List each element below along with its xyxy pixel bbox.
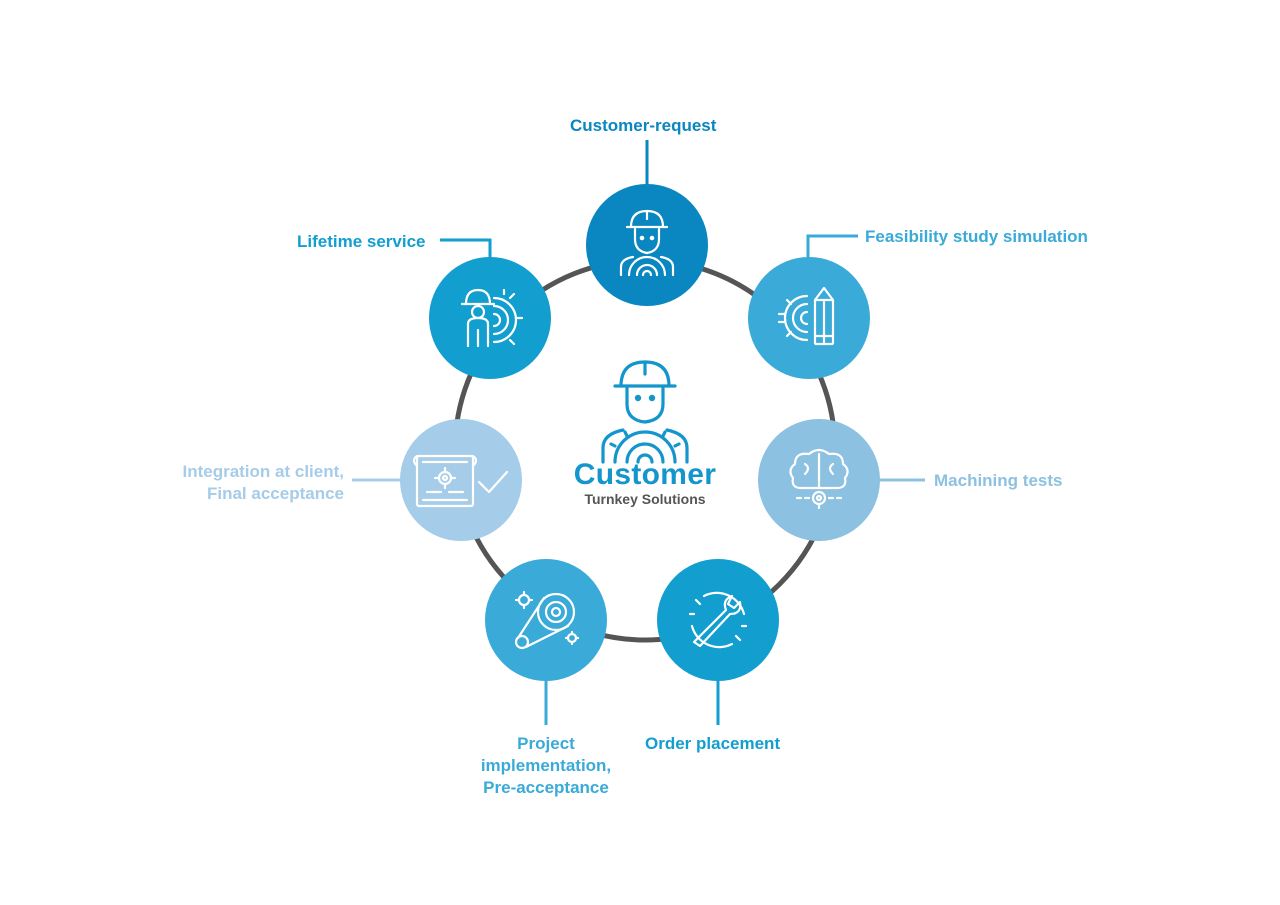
- step-circle-project-implementation: [485, 559, 607, 681]
- step-circle-customer-request: [586, 184, 708, 306]
- label-feasibility: Feasibility study simulation: [865, 227, 1088, 246]
- worker-service-icon: [460, 288, 524, 348]
- step-circle-integration: [400, 419, 522, 541]
- label-integration: Integration at client, Final acceptance: [182, 462, 344, 503]
- connectors: [352, 140, 925, 725]
- gear-pencil-icon: [777, 286, 835, 346]
- step-circle-order-placement: [657, 559, 779, 681]
- center-subtitle: Turnkey Solutions: [584, 491, 706, 507]
- center-worker-gear-icon: [601, 360, 689, 464]
- brain-gear-icon: [789, 448, 849, 510]
- label-customer-request: Customer-request: [570, 116, 717, 135]
- center-title: Customer: [573, 458, 717, 491]
- worker-gear-icon: [619, 209, 675, 277]
- wrench-gear-icon: [688, 591, 748, 649]
- connector-lifetime-service: [440, 238, 492, 260]
- label-order-placement: Order placement: [645, 734, 781, 753]
- step-circle-feasibility: [748, 257, 870, 379]
- label-machining-tests: Machining tests: [934, 471, 1063, 490]
- connector-feasibility: [806, 234, 858, 258]
- label-lifetime-service: Lifetime service: [297, 232, 426, 251]
- step-circle-lifetime-service: [429, 257, 551, 379]
- label-project-implementation: Project implementation, Pre-acceptance: [480, 734, 612, 797]
- blueprint-check-icon: [412, 454, 509, 508]
- gears-belt-icon: [514, 590, 580, 650]
